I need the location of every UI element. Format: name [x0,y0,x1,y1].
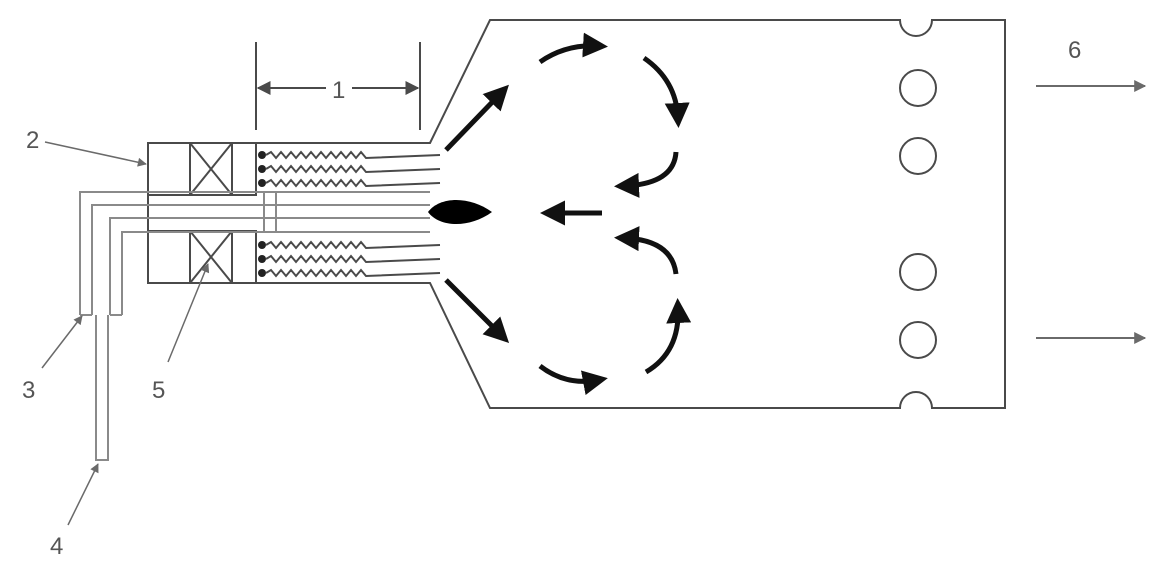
leader-5 [167,263,210,363]
swirler-lower [147,230,257,284]
label-6: 6 [1068,37,1081,64]
fuel-tubes [79,191,430,461]
recirculation-arrows [444,32,692,396]
label-3: 3 [22,377,35,404]
dilution-hole-icon [899,321,937,359]
swirler-upper [147,142,257,196]
dilution-hole-icon [899,253,937,291]
coil-bank-upper [258,150,441,188]
combustor-liner [147,19,1006,409]
flow-arrow-icon [444,84,509,152]
flame-icon [428,200,492,224]
leader-2 [44,141,147,167]
dimension-1 [255,42,421,130]
coil-icon [265,150,441,160]
label-4: 4 [50,533,63,560]
dilution-hole-icon [899,137,937,175]
label-2: 2 [26,127,39,154]
leader-3 [41,315,83,369]
dilution-holes [899,69,937,359]
leader-4 [67,463,99,526]
label-5: 5 [152,377,165,404]
dilution-hole-icon [899,69,937,107]
label-1: 1 [332,77,345,104]
coil-bank-lower [258,240,441,278]
